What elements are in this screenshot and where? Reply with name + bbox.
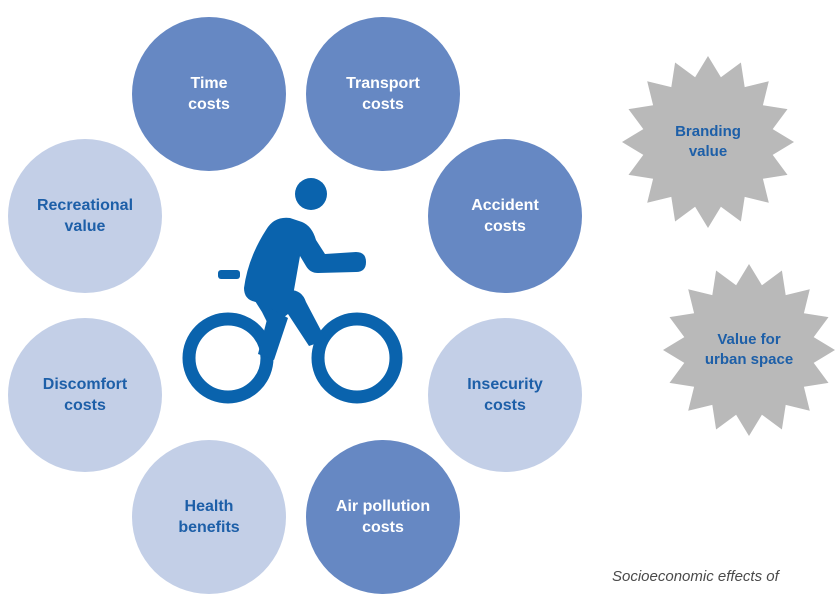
accident-costs-circle: Accident costs	[428, 139, 582, 293]
air-pollution-costs-circle: Air pollution costs	[306, 440, 460, 594]
star-badge-shape	[663, 264, 835, 436]
insecurity-costs-label: Insecurity costs	[467, 376, 543, 414]
discomfort-costs-circle: Discomfort costs	[8, 318, 162, 472]
figure-caption: Socioeconomic effects of	[612, 568, 779, 585]
health-benefits-circle: Health benefits	[132, 440, 286, 594]
transport-costs-circle: Transport costs	[306, 17, 460, 171]
cyclist-icon	[182, 178, 403, 404]
time-costs-circle: Time costs	[132, 17, 286, 171]
urban-space-value-label: Value for urban space	[704, 331, 794, 368]
discomfort-costs-label: Discomfort costs	[42, 376, 128, 414]
accident-costs-label: Accident costs	[471, 197, 539, 235]
branding-value-badge: Branding value	[621, 55, 795, 229]
branding-value-label: Branding value	[675, 123, 741, 160]
insecurity-costs-circle: Insecurity costs	[428, 318, 582, 472]
air-pollution-costs-label: Air pollution costs	[335, 498, 431, 536]
time-costs-label: Time costs	[188, 75, 230, 113]
recreational-value-circle: Recreational value	[8, 139, 162, 293]
recreational-value-label: Recreational value	[36, 197, 134, 235]
health-benefits-label: Health benefits	[178, 498, 240, 536]
urban-space-value-badge: Value for urban space	[662, 263, 836, 437]
transport-costs-label: Transport costs	[346, 75, 420, 113]
star-badge-shape	[622, 56, 794, 228]
